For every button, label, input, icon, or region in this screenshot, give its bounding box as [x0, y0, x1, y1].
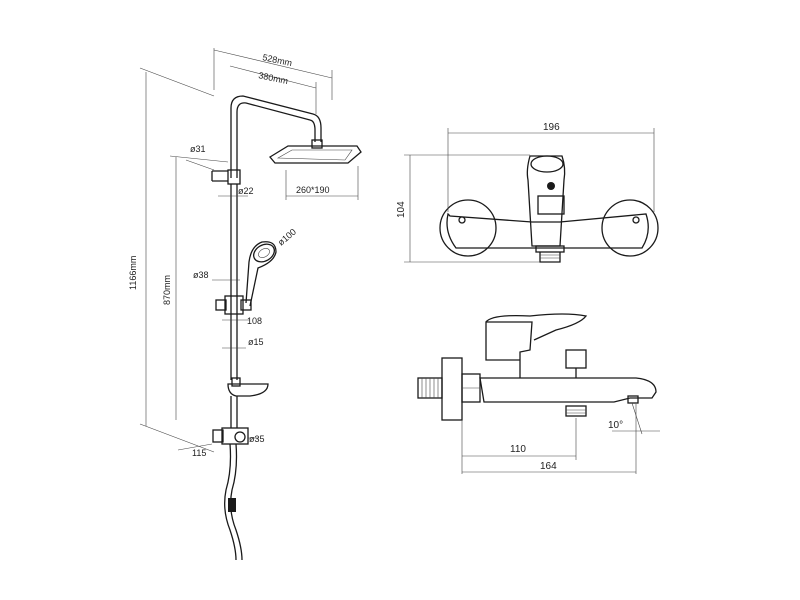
spout-offset-label: 110	[510, 444, 526, 455]
column-mixer	[221, 427, 249, 445]
pipe-dia-label: ø22	[238, 186, 254, 196]
shower-column: 1166mm 870mm 528mm 380mm 260*190 ø31 ø22…	[128, 48, 362, 561]
aerator	[627, 395, 639, 404]
spout-angle-label: 10°	[608, 420, 623, 431]
rail-dia-label: ø15	[248, 337, 264, 347]
arm-reach-label: 528mm	[262, 52, 293, 68]
shower-arm	[230, 95, 322, 178]
front-outlet	[539, 252, 561, 263]
slider-dia-label: ø38	[193, 270, 209, 280]
right-rosette	[601, 199, 659, 257]
handshower	[245, 241, 277, 307]
pipe-top-dia-label: ø31	[190, 144, 206, 154]
head-shower	[269, 145, 362, 164]
mixer-body-front	[446, 212, 649, 249]
slide-height-label: 870mm	[162, 275, 172, 305]
hose-outlet	[565, 405, 587, 417]
handle-offset-label: 108	[247, 316, 262, 326]
soap-dish	[227, 383, 269, 397]
mixer-front-view: 196 104	[396, 122, 659, 263]
shower-hose	[224, 443, 237, 561]
cartridge-cap	[537, 195, 565, 215]
mixer-width-label: 196	[543, 122, 560, 133]
mixer-body-side	[479, 321, 657, 403]
head-size-label: 260*190	[296, 185, 330, 195]
side-rosette	[441, 357, 463, 421]
mixer-dia-label: ø35	[249, 434, 265, 444]
diverter-knob	[565, 349, 587, 369]
handshower-dia-label: ø100	[276, 227, 298, 248]
total-length-label: 164	[540, 461, 557, 472]
pipe-joint	[227, 169, 241, 185]
mixer-depth-label: 115	[192, 448, 206, 458]
left-rosette	[439, 199, 497, 257]
mixer-side-view: 110 164 10°	[417, 313, 660, 474]
mixer-height-label: 104	[396, 201, 407, 218]
overall-height-label: 1166mm	[128, 256, 138, 290]
arm-length-label: 380mm	[258, 70, 289, 86]
slider	[224, 295, 244, 315]
mixer-lever-side	[485, 313, 588, 341]
